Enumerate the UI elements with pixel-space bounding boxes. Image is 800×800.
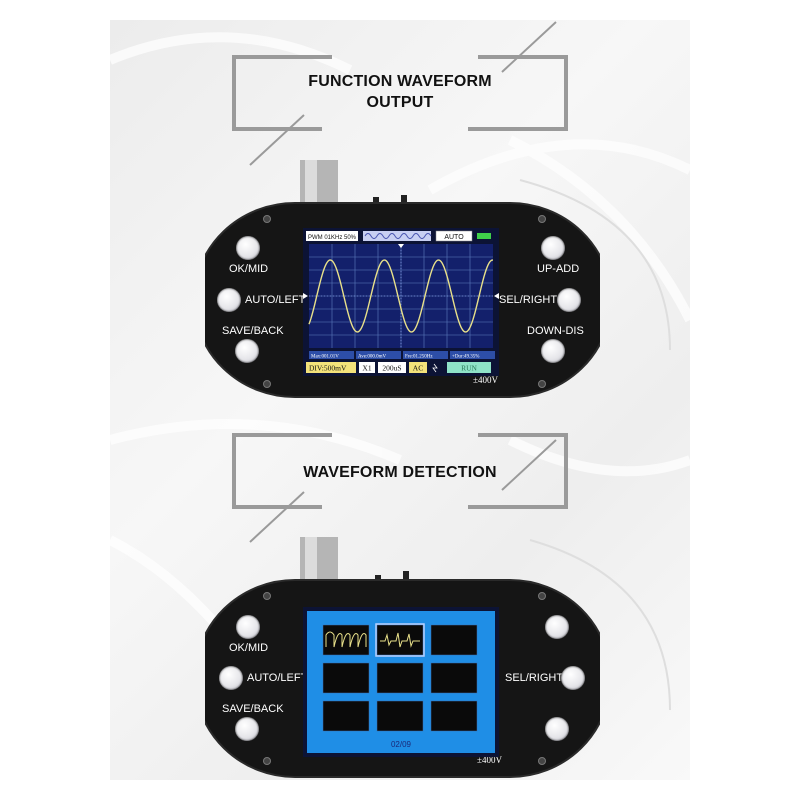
gallery-slot-2 [376,624,424,656]
battery-icon [477,233,491,239]
ave-readout: Ave:000.0mV [358,355,386,360]
ok-mid-label-2: OK/MID [229,642,269,654]
auto-left-label-2: AUTO/LEFT [247,672,308,684]
save-back-label-2: SAVE/BACK [222,703,284,715]
gallery-slot-8 [376,700,424,732]
section2-title: WAVEFORM DETECTION [303,464,497,481]
up-add-label: UP-ADD [537,263,580,275]
oscilloscope-device-1: OK/MID AUTO/LEFT SAVE/BACK UP-ADD SEL/RI… [205,155,600,405]
time-readout: 200uS [382,364,401,373]
down-dis-button[interactable] [541,339,565,363]
ok-mid-button[interactable] [236,236,260,260]
trigger-edge-icon [432,363,438,373]
bottom-right-button-2[interactable] [545,717,569,741]
gallery-selection-highlight [375,623,425,657]
pwm-readout: PWM 01KHz 50% [308,235,357,241]
section2-frame: WAVEFORM DETECTION [232,433,568,509]
ok-mid-label: OK/MID [229,263,269,275]
sel-right-button-2[interactable] [561,666,585,690]
probe-readout: X1 [362,364,371,373]
div-readout: DIV:500mV [309,364,347,373]
gallery-slot-4 [322,662,370,694]
freq-readout: Fre:01.250Hz [405,355,433,360]
pwm-waveform-icon [364,233,432,239]
sel-right-label: SEL/RIGHT [499,294,558,306]
save-back-button[interactable] [235,339,259,363]
mode-readout: AUTO [444,234,464,241]
save-back-label: SAVE/BACK [222,325,284,337]
auto-left-button[interactable] [217,288,241,312]
oscilloscope-screen: PWM 01KHz 50% AUTO Max:001.01V Ave:000.0… [303,228,499,376]
gallery-slot-7 [322,700,370,732]
max-readout: Max:001.01V [311,355,339,360]
voltage-rating-2: ±400V [477,755,502,765]
auto-left-button-2[interactable] [219,666,243,690]
section1-title-line2: OUTPUT [366,94,434,111]
gallery-slot-3 [430,624,478,656]
section1-title-line1: FUNCTION WAVEFORM [308,73,492,90]
waveform-gallery-screen: 02/09 [303,607,499,757]
gallery-page-indicator: 02/09 [391,740,412,749]
coupling-readout: AC [413,364,423,373]
sel-right-button[interactable] [557,288,581,312]
gallery-slot-6 [430,662,478,694]
oscilloscope-device-2: OK/MID AUTO/LEFT SAVE/BACK SEL/RIGHT ±40… [205,535,600,780]
sine-trace [308,259,494,333]
save-back-button-2[interactable] [235,717,259,741]
gallery-slot-1 [322,624,370,656]
section1-frame: FUNCTION WAVEFORM OUTPUT [232,55,568,131]
sel-right-label-2: SEL/RIGHT [505,672,564,684]
voltage-rating: ±400V [473,375,498,385]
duty-readout: +Dur:49.35% [452,355,479,360]
square-sine-thumbnail-icon [325,631,367,648]
gallery-slot-5 [376,662,424,694]
up-add-button[interactable] [541,236,565,260]
run-status: RUN [461,364,477,373]
top-right-button-2[interactable] [545,615,569,639]
ecg-thumbnail-icon [380,632,420,648]
auto-left-label: AUTO/LEFT [245,294,306,306]
down-dis-label: DOWN-DIS [527,325,584,337]
gallery-slot-9 [430,700,478,732]
ok-mid-button-2[interactable] [236,615,260,639]
